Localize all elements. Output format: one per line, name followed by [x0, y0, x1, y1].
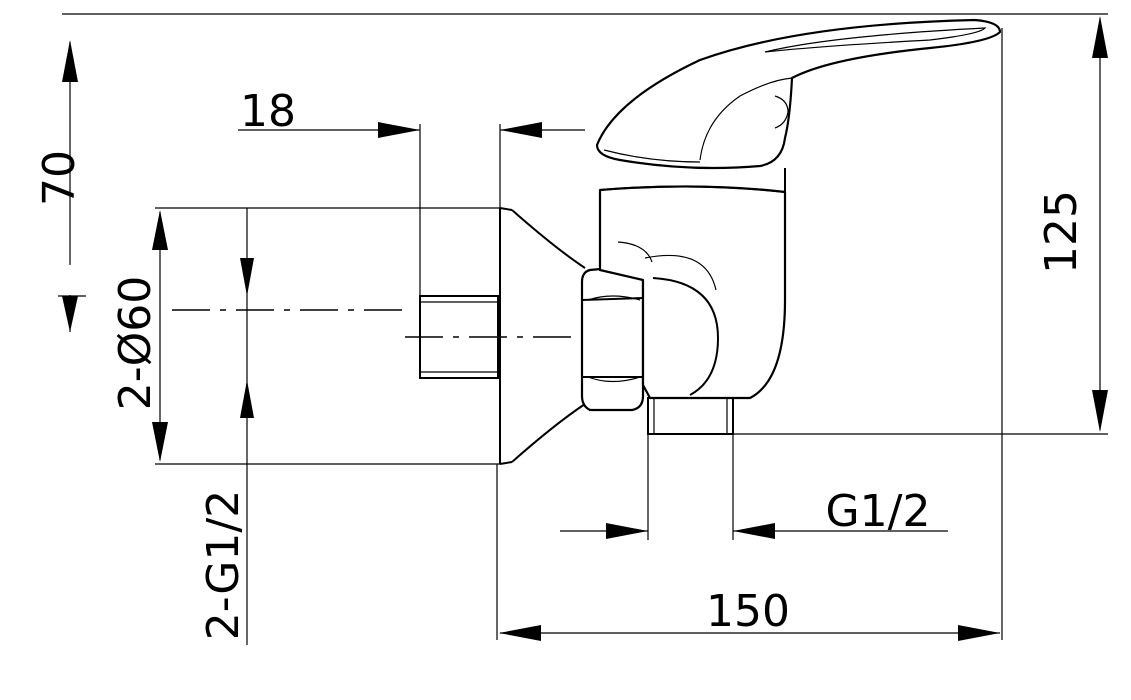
- dimension-18-label: 18: [240, 86, 296, 137]
- dimension-diameter-label: 2-Ø60: [110, 276, 161, 411]
- dimension-125: 125: [1036, 16, 1108, 432]
- dimension-70-label: 70: [34, 150, 85, 206]
- outlet-nipple: [647, 397, 1108, 435]
- dimension-inlet-thread-label: 2-G1/2: [198, 490, 249, 640]
- dimension-150: 150: [496, 28, 1003, 641]
- dimension-outlet-thread: G1/2: [560, 434, 948, 540]
- dimension-diameter: 2-Ø60: [110, 207, 500, 465]
- dimension-150-label: 150: [706, 586, 790, 637]
- eccentric-inlet: [419, 207, 586, 465]
- dimension-inlet-thread: 2-G1/2: [198, 208, 254, 645]
- dimension-70: 70: [34, 40, 86, 332]
- dimension-125-label: 125: [1036, 190, 1087, 274]
- dimension-18: 18: [238, 86, 585, 296]
- hex-nut: [580, 264, 645, 412]
- lever-handle: [595, 18, 1002, 194]
- dimension-outlet-thread-label: G1/2: [826, 486, 931, 537]
